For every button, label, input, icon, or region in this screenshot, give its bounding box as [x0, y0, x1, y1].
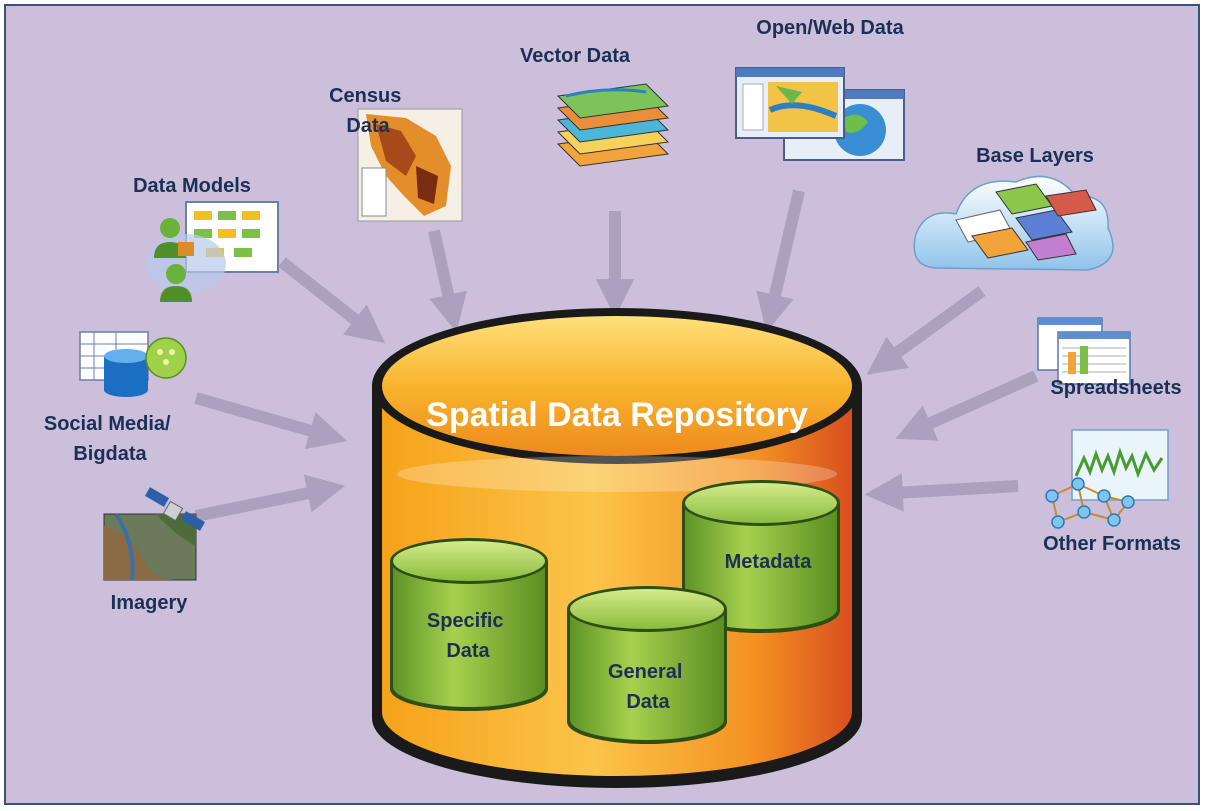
base-layers-cloud-icon	[913, 175, 1114, 271]
open-web-icon	[735, 67, 905, 161]
spreadsheets-label: Spreadsheets	[1050, 377, 1181, 399]
base-layers-label: Base Layers	[976, 145, 1094, 167]
arrow-data-models	[278, 257, 386, 344]
census-map-icon	[357, 108, 463, 222]
arrow-open-web	[756, 189, 805, 333]
data-models-label: Data Models	[133, 175, 251, 197]
general-data-cylinder: General Data	[567, 586, 727, 744]
other-formats-icon	[1045, 429, 1169, 529]
arrow-base-layers	[866, 286, 986, 375]
social-media-icon	[79, 331, 187, 397]
specific-data-cylinder: Specific Data	[390, 538, 548, 711]
arrow-other-formats	[864, 473, 1019, 512]
spreadsheets-icon	[1037, 317, 1131, 385]
arrow-social	[194, 392, 348, 450]
social-media-label: Social Media/ Bigdata	[44, 413, 176, 465]
open-web-label: Open/Web Data	[756, 17, 904, 39]
repository-title: Spatial Data Repository	[426, 396, 808, 434]
imagery-label: Imagery	[111, 592, 189, 614]
metadata-cylinder: Metadata	[682, 480, 840, 633]
data-repository-diagram: Spatial Data Repository Metadata Specifi…	[44, 17, 1182, 788]
vector-layers-icon	[556, 83, 670, 167]
arrow-spreadsheets	[895, 370, 1039, 441]
general-data-label: General Data	[608, 661, 688, 713]
other-formats-label: Other Formats	[1043, 533, 1181, 555]
metadata-label: Metadata	[725, 551, 813, 573]
diagram-frame: Spatial Data Repository Metadata Specifi…	[4, 4, 1200, 805]
vector-label: Vector Data	[520, 45, 631, 67]
arrow-imagery	[194, 474, 346, 522]
arrow-census	[428, 229, 467, 333]
census-label: Census Data	[329, 85, 407, 137]
imagery-icon	[103, 487, 206, 581]
specific-data-label: Specific Data	[427, 610, 509, 662]
data-models-icon	[146, 201, 279, 302]
arrows	[194, 189, 1039, 522]
